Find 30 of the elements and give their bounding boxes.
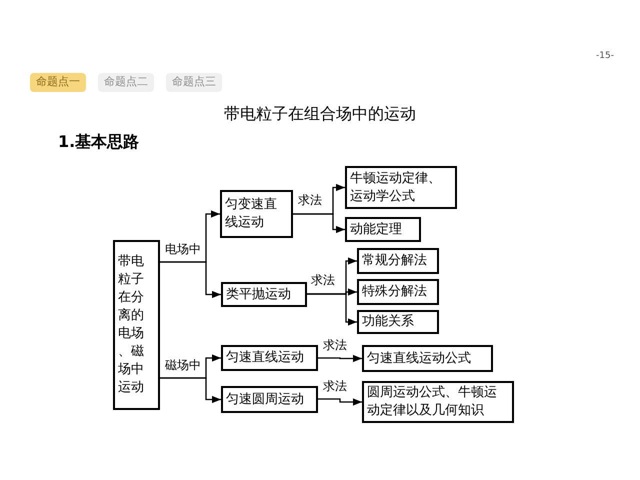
edge-label: 磁场中 [164,359,202,371]
text-box: 动能定理 [345,217,421,242]
text-box: 匀速直线运动 [221,345,318,371]
tab: 命题点三 [166,73,222,92]
text-box: 类平抛运动 [221,282,307,307]
text-box: 圆周运动公式、牛顿运动定律以及几何知识 [362,381,514,423]
text-box: 常规分解法 [357,248,439,274]
connector-arrow [307,293,357,326]
text-box: 特殊分解法 [357,279,439,305]
edge-label: 求法 [322,339,348,351]
text-box: 匀速直线运动公式 [362,345,493,372]
edge-label: 求法 [322,380,348,392]
tab: 命题点二 [98,73,154,92]
connector-arrow [160,377,221,404]
tab: 命题点一 [30,73,86,92]
connector-arrow [293,213,345,234]
connector-arrow [318,354,362,362]
edge-label: 求法 [297,194,323,206]
edge-label: 求法 [310,274,336,286]
text-box: 带电粒子在分离的电场、磁场中运动 [113,240,160,410]
text-box: 功能关系 [357,310,439,334]
connector-arrow [160,261,221,298]
edge-label: 电场中 [164,243,202,255]
page-title: 带电粒子在组合场中的运动 [223,103,417,125]
text-box: 牛顿运动定律、运动学公式 [345,166,457,209]
section-heading: 1.基本思路 [58,131,140,153]
page-number: -15- [596,50,614,63]
text-box: 匀变速直线运动 [220,190,293,238]
connector-arrow [318,398,362,406]
text-box: 匀速圆周运动 [221,386,318,413]
